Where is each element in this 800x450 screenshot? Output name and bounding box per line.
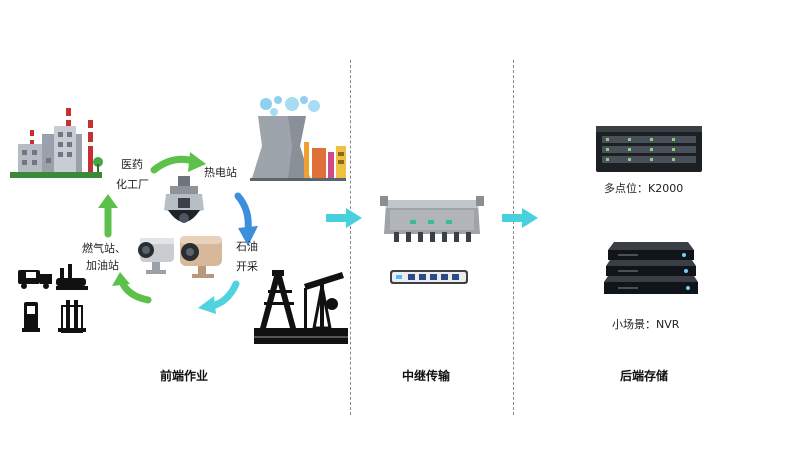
label-gas-line1: 燃气站、 (82, 242, 126, 255)
relay-junction-box-icon (380, 196, 484, 242)
label-oil-line2: 开采 (236, 260, 258, 273)
cycle-arrow-green-up (98, 194, 118, 238)
factory-icon (10, 108, 103, 178)
nvr-stack-icon (604, 242, 698, 294)
cycle-arrow-green-left (112, 272, 152, 304)
oil-pump-icon (254, 270, 348, 344)
flow-arrow-right-2 (502, 208, 538, 228)
cycle-arrow-cyan-bottom (198, 280, 240, 314)
divider-left (350, 60, 351, 415)
divider-right (513, 60, 514, 415)
label-small-scene: 小场景：NVR (612, 318, 680, 331)
bullet-camera-icon (138, 238, 174, 274)
network-switch-icon (390, 270, 468, 284)
power-plant-icon (250, 96, 346, 181)
label-pharma-line2: 化工厂 (116, 178, 149, 191)
ptz-camera-icon (164, 176, 204, 223)
storage-server-icon (596, 126, 702, 172)
explosion-proof-camera-icon (180, 236, 222, 278)
label-multi-point: 多点位：K2000 (604, 182, 684, 195)
label-pharma-line1: 医药 (121, 158, 143, 171)
cycle-arrow-blue-right (234, 192, 258, 246)
section-title-storage: 后端存储 (620, 369, 669, 383)
section-title-relay: 中继传输 (402, 369, 451, 383)
section-title-front-end: 前端作业 (160, 369, 209, 383)
flow-arrow-right-1 (326, 208, 362, 228)
label-oil-line1: 石油 (236, 240, 258, 253)
cycle-arrow-green-top (150, 152, 206, 174)
label-power-plant: 热电站 (204, 166, 237, 179)
label-gas-line2: 加油站 (86, 259, 119, 272)
gas-station-icon (18, 264, 88, 333)
